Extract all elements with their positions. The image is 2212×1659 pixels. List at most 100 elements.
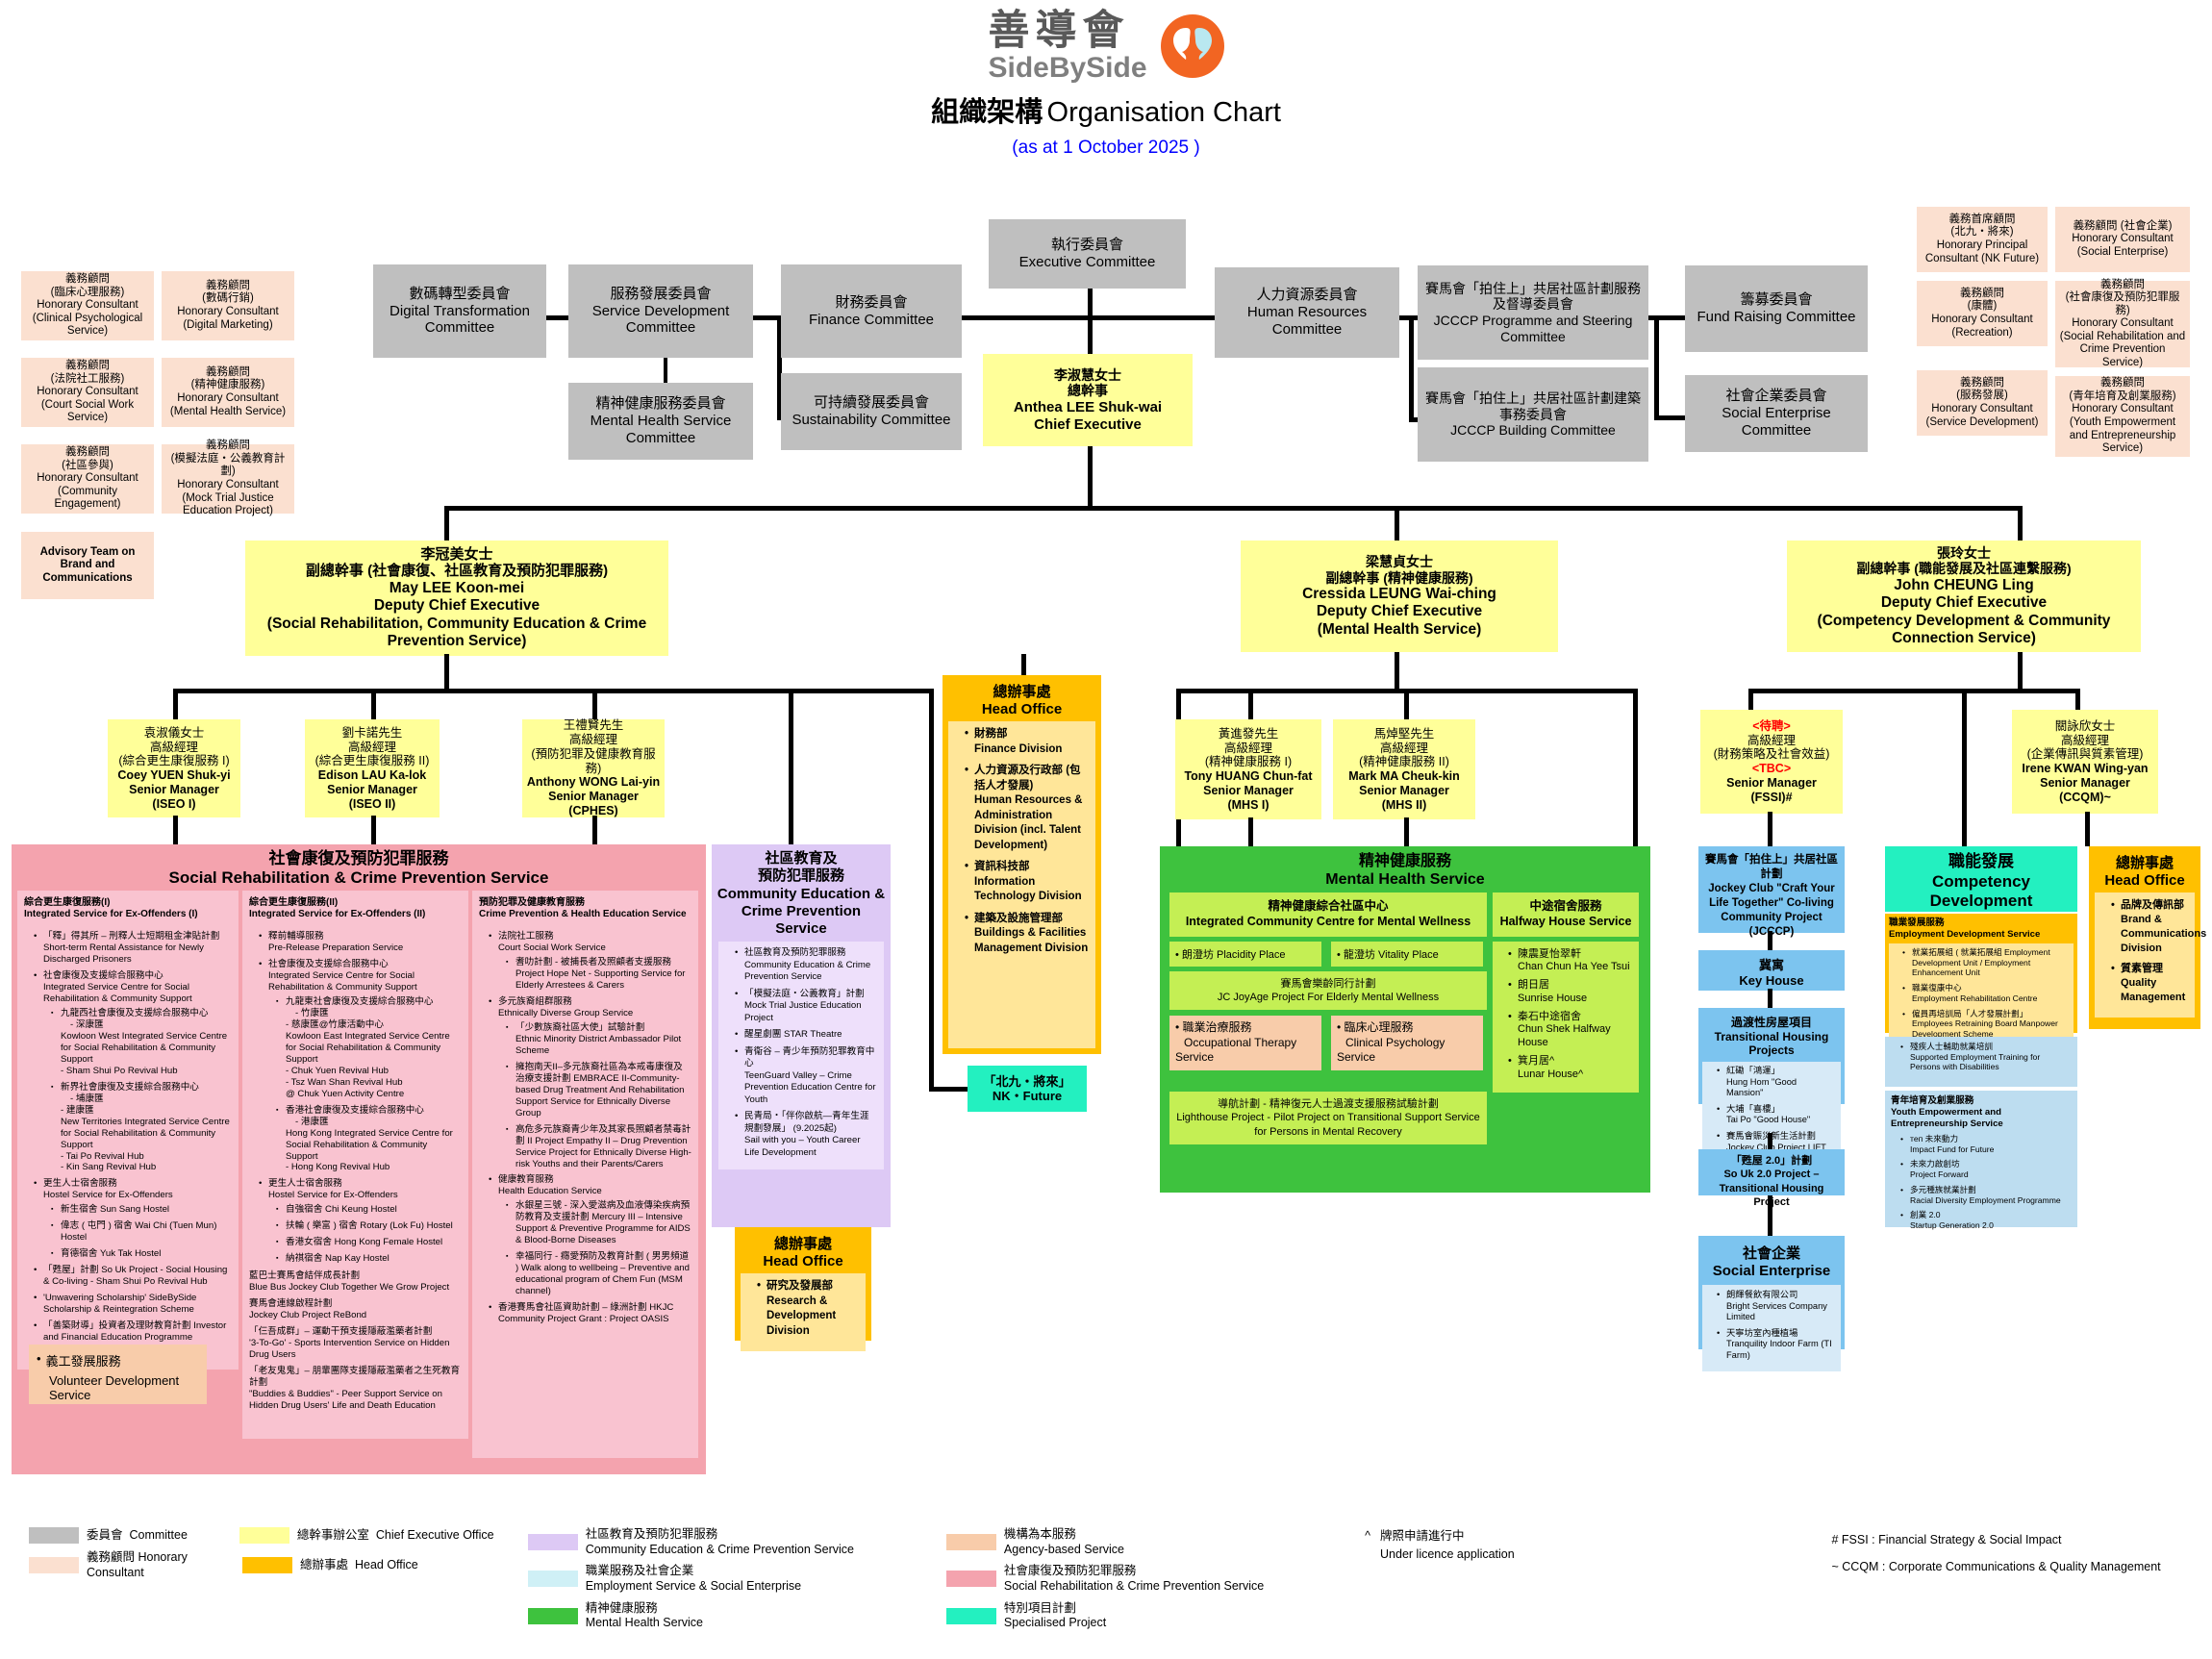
cecps-title: 社區教育及 預防犯罪服務 Community Education & Crime… [712,844,891,942]
hc-line3: Honorary Consultant [37,386,138,398]
committee-finance[interactable]: 財務委員會 Finance Committee [781,264,962,358]
item-zh: 財務部 [974,728,1008,740]
sm-name-zh: <待聘> [1752,718,1791,733]
social-rehab-crime-prevention-block: 社會康復及預防犯罪服務 Social Rehabilitation & Crim… [12,844,706,1474]
legend-en: Community Education & Crime Prevention S… [585,1542,854,1556]
org-name-en: SideBySide [988,52,1147,85]
volunteer-development-service: •義工發展服務 Volunteer Development Service [29,1345,207,1404]
dce-title-zh: 副總幹事 (職能發展及社區連繫服務) [1856,561,2072,577]
sm-rank-zh: 高級經理 [1747,733,1796,747]
chief-executive-box[interactable]: 李淑慧女士 總幹事 Anthea LEE Shuk-wai Chief Exec… [983,354,1193,446]
sm-name-zh: 黃進發先生 [1218,726,1279,741]
jcccp-title-en: Jockey Club "Craft Your Life Together" C… [1708,882,1835,938]
place-en: Vitality Place [1377,948,1439,961]
senior-manager-ccqm[interactable]: 關詠欣女士 高級經理 (企業傳訊與質素管理) Irene KWAN Wing-y… [2012,710,2158,814]
legend-zh: 總辦事處 [300,1557,349,1571]
senior-manager-iseo-1[interactable]: 袁淑儀女士 高級經理 (綜合更生康復服務 I) Coey YUEN Shuk-y… [108,719,240,817]
sub-zh2: - 埔康匯 - 建康匯 [61,1093,104,1116]
sm-scope-en: (ISEO II) [348,796,396,811]
committee-label-zh: 數碼轉型委員會 [409,285,511,302]
sm-name-en: Irene KWAN Wing-yan [2022,762,2149,775]
item-zh: 社區教育及預防犯罪服務 [744,947,846,959]
committee-fund-raising[interactable]: 籌募委員會 Fund Raising Committee [1685,265,1868,352]
competency-development-header: 職能發展 Competency Development [1885,846,2077,912]
item-en: Integrated Service Centre for Social Reh… [268,969,417,993]
committee-digital-transformation[interactable]: 數碼轉型委員會 Digital Transformation Committee [373,264,546,358]
item-en: Research & Development Division [767,1295,837,1337]
note-symbol: ~ [1831,1559,1839,1573]
item-zh: 臨床心理服務 [1344,1020,1414,1035]
item-zh: 職業治療服務 [1182,1020,1252,1035]
committee-jcccp-building[interactable]: 賽馬會「拍住上」共居社區計劃建築事務委員會 JCCCP Building Com… [1418,367,1648,462]
conn-transitional-souk [1768,1133,1772,1150]
item-zh: 藍巴士賽馬會結伴成長計劃 [249,1270,361,1282]
honorary-consultant-social-rehab: 義務顧問 (社會康復及預防犯罪服務) Honorary Consultant (… [2055,279,2190,368]
item-zh: 朗日居 [1518,979,1549,992]
halfway-en: Halfway House Service [1499,915,1632,928]
item-en: Finance Division [974,742,1063,755]
committee-service-development[interactable]: 服務發展委員會 Service Development Committee [568,264,753,358]
committee-label-en: Sustainability Committee [792,412,951,428]
dce-mental-health-box[interactable]: 梁慧貞女士 副總幹事 (精神健康服務) Cressida LEUNG Wai-c… [1241,540,1558,652]
hc-line2: (臨床心理服務) [50,286,125,298]
hc-line4: Consultant (NK Future) [1924,252,2040,264]
dce-title-en: Deputy Chief Executive [373,597,540,615]
honorary-principal-consultant-nk-future: 義務首席顧問 (北九・將來) Honorary Principal Consul… [1917,207,2048,272]
legend-swatch [527,1607,578,1624]
conn-sm2-down [371,689,376,721]
honorary-consultant-social-enterprise: 義務顧問 (社會企業) Honorary Consultant (Social … [2055,207,2190,272]
sub-zh2: - 深康匯 [70,1018,104,1030]
committee-label-en: JCCCP Programme and Steering Committee [1433,313,1633,344]
conn-se-h [1654,415,1685,420]
list-item: 育德宿舍 Yuk Tak Hostel [51,1248,232,1260]
section-en: Youth Empowerment and Entrepreneurship S… [1891,1106,2003,1129]
note-symbol: # [1831,1533,1839,1546]
item-zh: 朗輝餐飲有限公司 [1726,1290,1798,1299]
committee-sustainability[interactable]: 可持續發展委員會 Sustainability Committee [781,373,962,450]
legend-en: Specialised Project [1003,1616,1107,1630]
legend-en: Agency-based Service [1003,1542,1124,1556]
item-en: TeenGuard Valley – Crime Prevention Educ… [744,1069,876,1105]
committee-jcccp-programme[interactable]: 賽馬會「拍住上」共居社區計劃服務及督導委員會 JCCCP Programme a… [1418,265,1648,360]
committee-mental-health-service[interactable]: 精神健康服務委員會 Mental Health Service Committe… [568,383,753,460]
sm-rank-en: Senior Manager [129,782,219,796]
senior-manager-cphes[interactable]: 王禮賢先生 高級經理 (預防犯罪及健康教育服務) Anthony WONG La… [522,718,665,817]
dce-competency-box[interactable]: 張玲女士 副總幹事 (職能發展及社區連繫服務) John CHEUNG Ling… [1787,540,2141,652]
sub-zh: 香港社會康復及支援綜合服務中心 [286,1104,424,1116]
item-en: Tai Po "Good House" [1726,1115,1811,1125]
col-head-zh: 綜合更生康復服務(I) [24,896,111,908]
senior-manager-mhs-2[interactable]: 馬焯堅先生 高級經理 (精神健康服務 II) Mark MA Cheuk-kin… [1333,719,1475,819]
sub-en: Project Hope Net - Supporting Service fo… [515,968,686,991]
legend-zh: 總幹事辦公室 [296,1527,369,1542]
dce-social-rehab-box[interactable]: 李冠美女士 副總幹事 (社會康復、社區教育及預防犯罪服務) May LEE Ko… [245,540,668,656]
legend-zh: 社會康復及預防犯罪服務 [1003,1564,1137,1578]
halfway-house-header: 中途宿舍服務 Halfway House Service [1493,892,1639,937]
senior-manager-fssi[interactable]: <待聘> 高級經理 (財務策略及社會效益) <TBC> Senior Manag… [1700,710,1843,814]
item-zh: 「釋」得其所 – 刑釋人士短期租金津貼計劃 [43,930,220,942]
sub-en: New Territories Integrated Service Centr… [61,1116,230,1150]
dce-name-en: Cressida LEUNG Wai-ching [1302,586,1496,603]
list-item: 「善築財導」投資者及理財教育計劃 Investor and Financial … [34,1320,232,1344]
senior-manager-mhs-1[interactable]: 黃進發先生 高級經理 (精神健康服務 I) Tony HUANG Chun-fa… [1175,719,1321,819]
as-at-date: (as at 1 October 2025 ) [1012,137,1200,158]
item-en: Occupational Therapy Service [1175,1035,1297,1065]
committee-social-enterprise[interactable]: 社會企業委員會 Social Enterprise Committee [1685,375,1868,452]
hc-line2: (數碼行銷) [202,292,254,305]
legend-label: 委員會 Committee [87,1528,188,1544]
sm-name-en: Coey YUEN Shuk-yi [117,768,231,782]
committee-executive[interactable]: 執行委員會 Executive Committee [989,219,1186,289]
committee-human-resources[interactable]: 人力資源委員會 Human Resources Committee [1215,267,1399,358]
hc-line4: (Clinical Psychological Service) [32,312,143,338]
item-zh: 箕月居^ [1518,1054,1555,1067]
senior-manager-iseo-2[interactable]: 劉卡諾先生 高級經理 (綜合更生康復服務 II) Edison LAU Ka-l… [305,719,440,817]
committee-label-zh: 執行委員會 [1050,237,1123,254]
list-item: 「老友鬼鬼」– 朋輩團隊支援隱蔽濫藥者之生死教育計劃"Buddies & Bud… [249,1366,462,1412]
item-en: Jockey Club Project ReBond [249,1310,367,1321]
item-zh: 殘疾人士輔助就業培訓 [1910,1042,1993,1051]
nk-future-box[interactable]: 「北九・將來」 NK・Future [968,1066,1087,1112]
